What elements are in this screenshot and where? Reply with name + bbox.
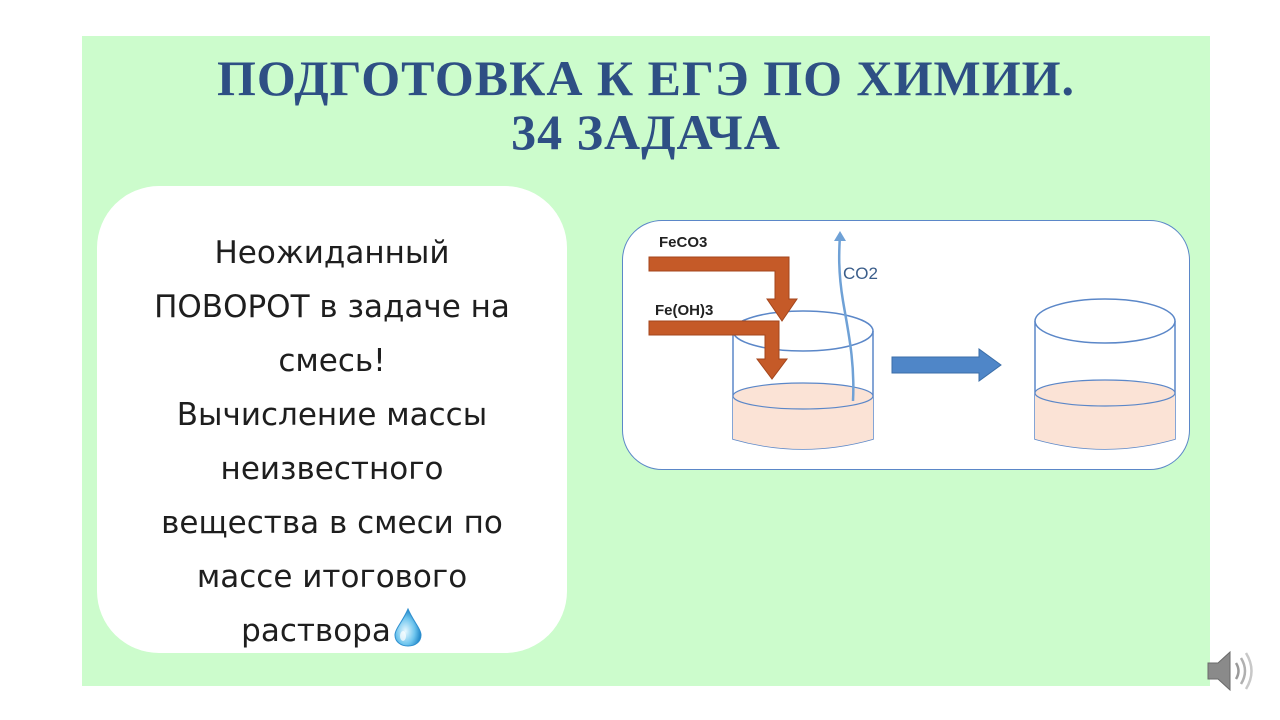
description-text: Неожиданный ПОВОРОТ в задаче на смесь! В… [97, 226, 567, 664]
co2-arrowhead-icon [834, 231, 846, 241]
title-line-2: 34 ЗАДАЧА [511, 104, 781, 160]
text-line: смесь! [278, 343, 386, 379]
feoh3-label: Fe(OH)3 [655, 302, 713, 319]
text-line: ПОВОРОТ в задаче на [154, 289, 510, 325]
feco3-label: FeCO3 [659, 234, 707, 251]
text-line-last: раствора [97, 604, 567, 664]
text-line: неизвестного [220, 451, 444, 487]
slide: ПОДГОТОВКА К ЕГЭ ПО ХИМИИ. 34 ЗАДАЧА Нео… [82, 36, 1210, 686]
text-line: вещества в смеси по [161, 505, 503, 541]
beaker-right [1034, 298, 1176, 450]
reaction-diagram: CO2 FeCO3 Fe(OH)3 [622, 220, 1190, 470]
feoh3-arrow-icon [648, 320, 788, 380]
co2-label: CO2 [843, 264, 878, 283]
solution-left [733, 396, 873, 449]
water-drop-icon [393, 607, 423, 664]
solution-right [1035, 393, 1175, 449]
title-line-1: ПОДГОТОВКА К ЕГЭ ПО ХИМИИ. [216, 50, 1076, 106]
speaker-icon[interactable] [1204, 646, 1258, 701]
co2-path [837, 234, 855, 402]
text-line: массе итогового [196, 559, 468, 595]
description-box: Неожиданный ПОВОРОТ в задаче на смесь! В… [97, 186, 567, 653]
text-line: Вычисление массы [176, 397, 488, 433]
process-arrow-icon [891, 348, 1002, 382]
feco3-arrow-icon [648, 256, 798, 322]
diagram-canvas: CO2 FeCO3 Fe(OH)3 [648, 231, 1176, 450]
text-line: Неожиданный [214, 235, 450, 271]
text-line: раствора [241, 613, 391, 649]
